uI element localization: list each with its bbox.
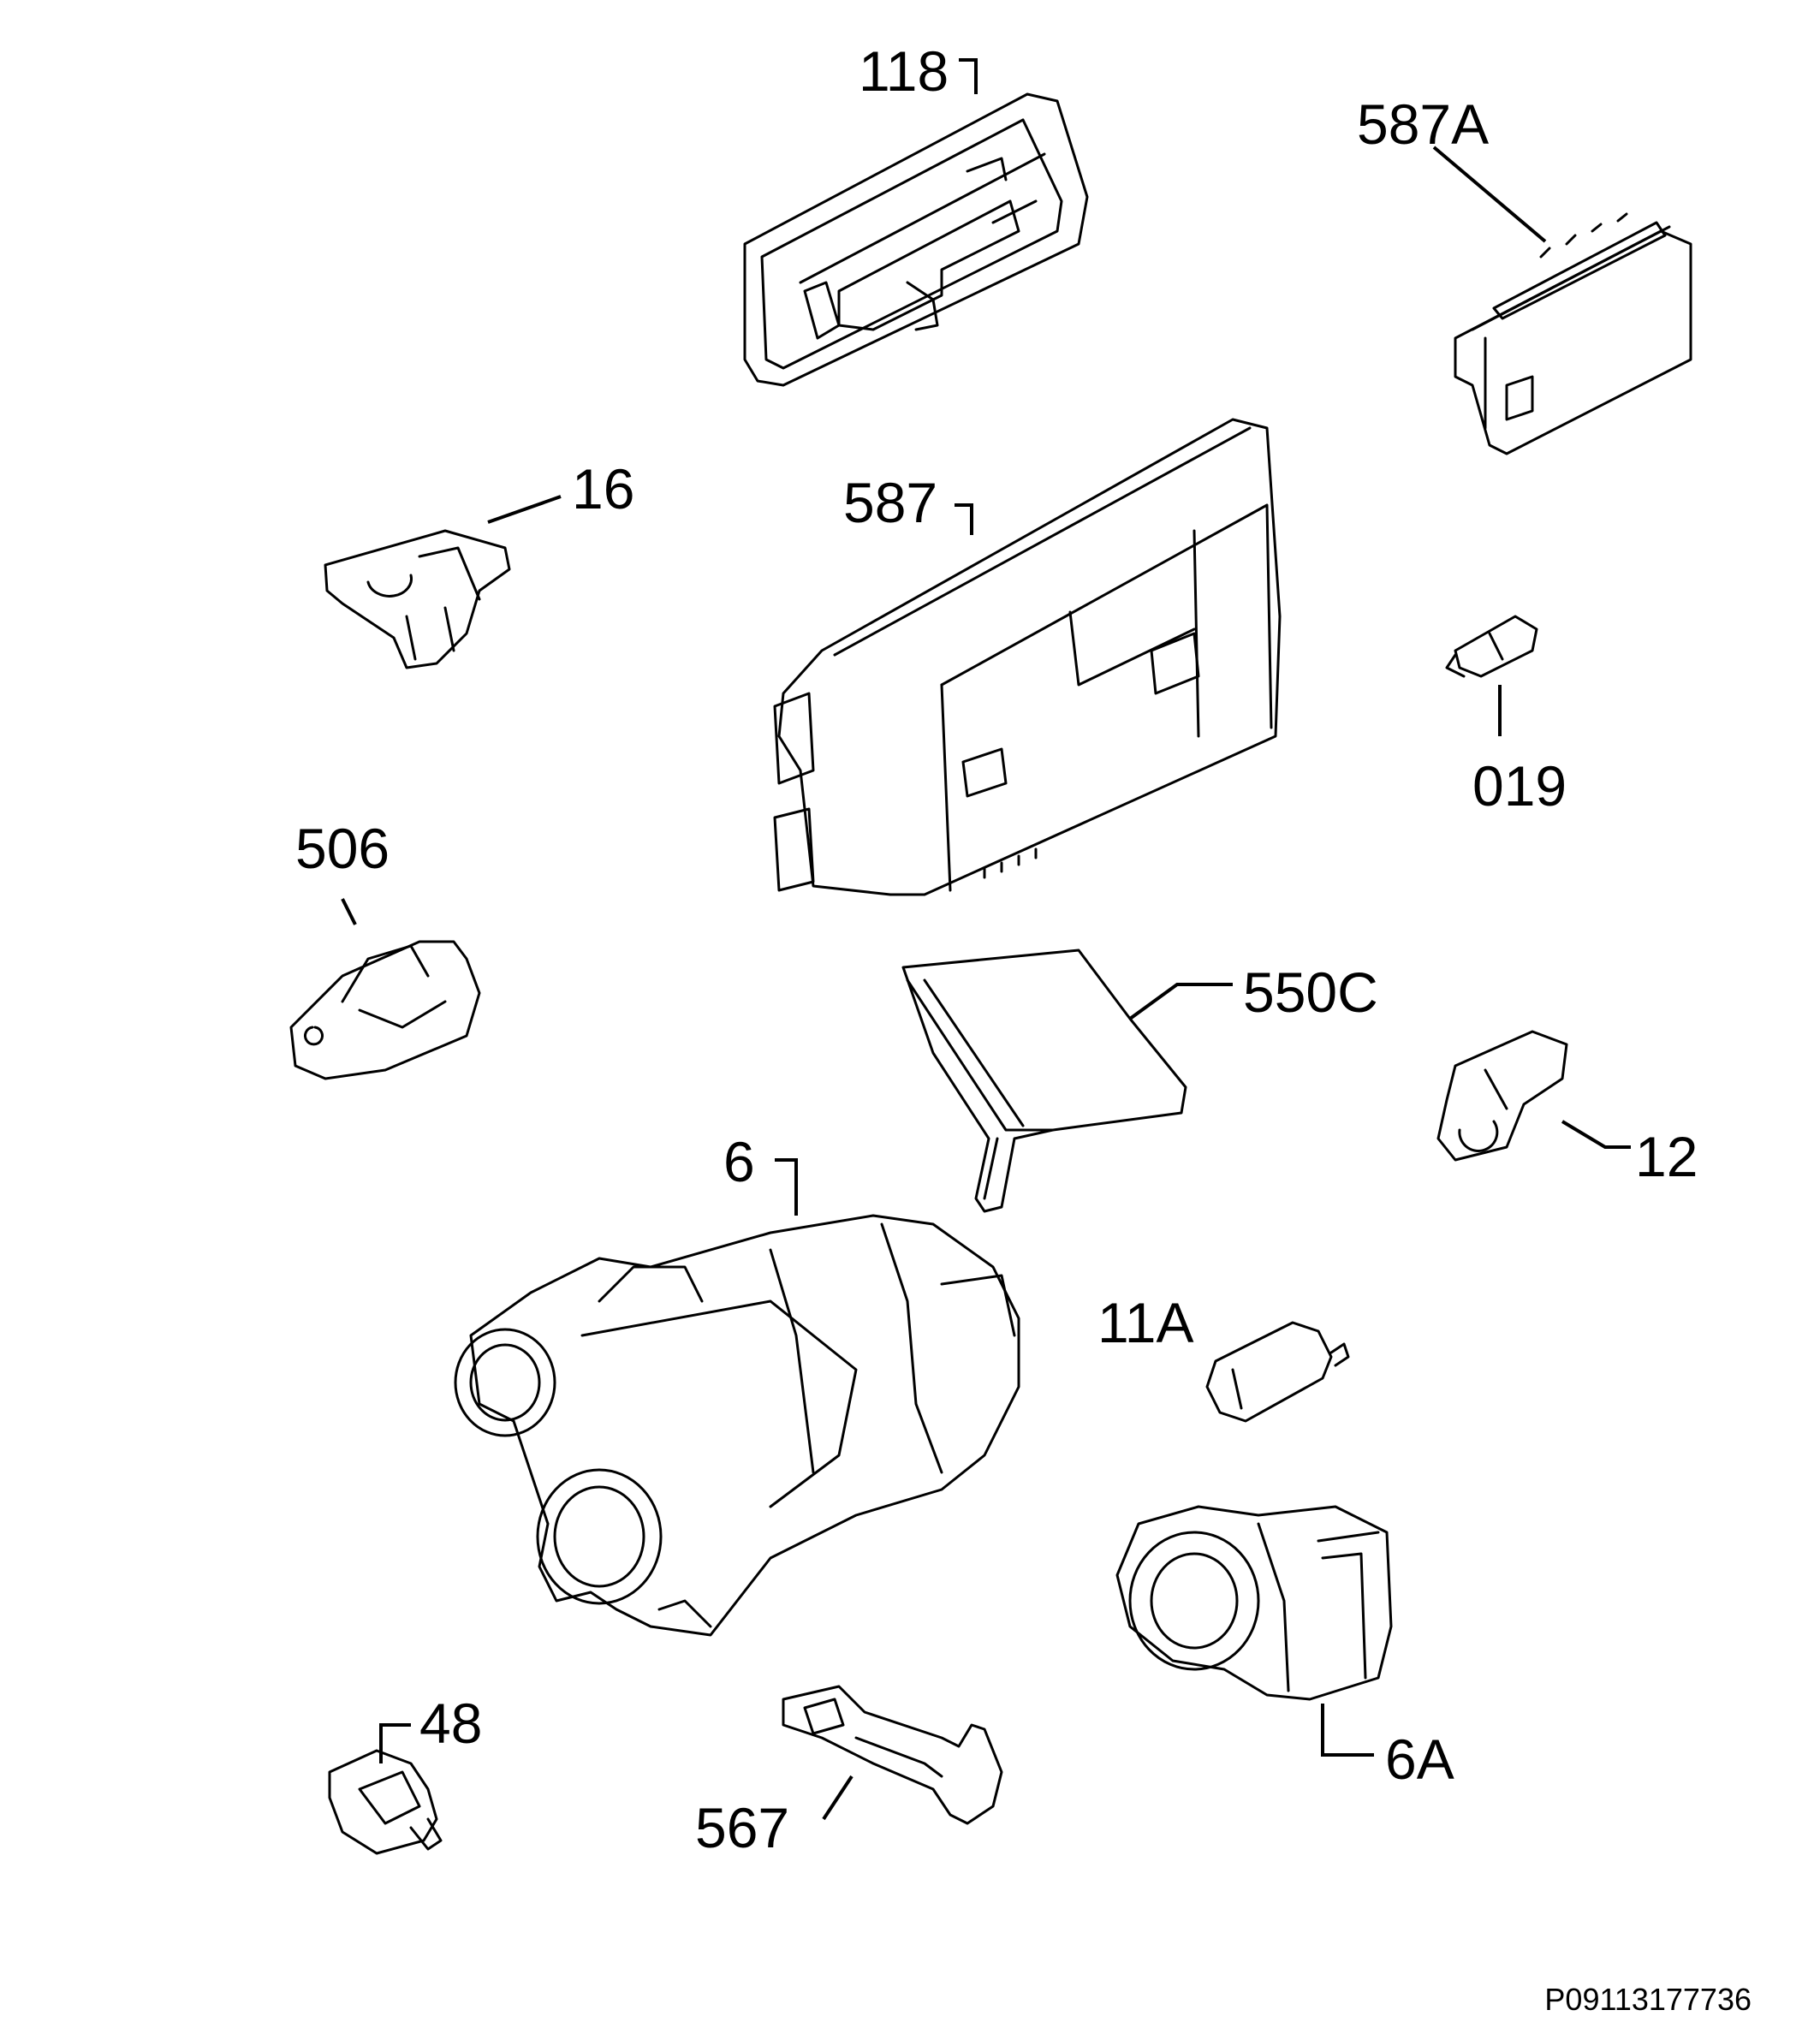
leader-567	[822, 1775, 853, 1821]
leader-lines	[341, 58, 1631, 1821]
part-506-sensor	[289, 940, 481, 1080]
part-16-lock	[324, 529, 511, 669]
label-16: 16	[572, 457, 635, 520]
leader-6a	[1321, 1704, 1374, 1757]
leader-12	[1561, 1120, 1631, 1149]
part-587-control-box	[773, 418, 1282, 896]
label-6: 6	[723, 1130, 755, 1193]
label-6a: 6A	[1385, 1728, 1454, 1791]
label-12: 12	[1635, 1125, 1698, 1188]
leader-48	[379, 1723, 411, 1763]
leader-587a	[1432, 146, 1547, 243]
part-12-pressure-switch	[1436, 1030, 1568, 1162]
leader-118	[959, 58, 978, 94]
leader-6	[775, 1158, 798, 1216]
part-587a-module	[1454, 212, 1692, 455]
leader-550c	[1128, 983, 1233, 1020]
label-587a: 587A	[1357, 92, 1490, 156]
part-550c-cover	[901, 949, 1187, 1213]
part-11a-capacitor	[1205, 1321, 1350, 1423]
label-11a: 11A	[1097, 1291, 1194, 1354]
label-506: 506	[295, 817, 390, 880]
leader-506	[341, 898, 357, 925]
part-019-connector	[1445, 615, 1538, 678]
part-118-dispenser	[743, 92, 1089, 387]
label-550c: 550C	[1243, 960, 1378, 1024]
label-587: 587	[843, 471, 938, 534]
part-6a-drain-pump	[1115, 1505, 1393, 1701]
part-48-sensor	[328, 1749, 443, 1855]
document-reference: P09113177736	[1544, 1982, 1752, 2017]
label-019: 019	[1472, 754, 1567, 818]
label-48: 48	[419, 1692, 483, 1755]
part-567-bracket	[782, 1685, 1003, 1825]
part-6-circulation-pump	[454, 1214, 1020, 1637]
leader-587	[955, 503, 973, 535]
leader-16	[487, 495, 562, 524]
label-118: 118	[859, 39, 949, 103]
label-567: 567	[695, 1796, 790, 1859]
